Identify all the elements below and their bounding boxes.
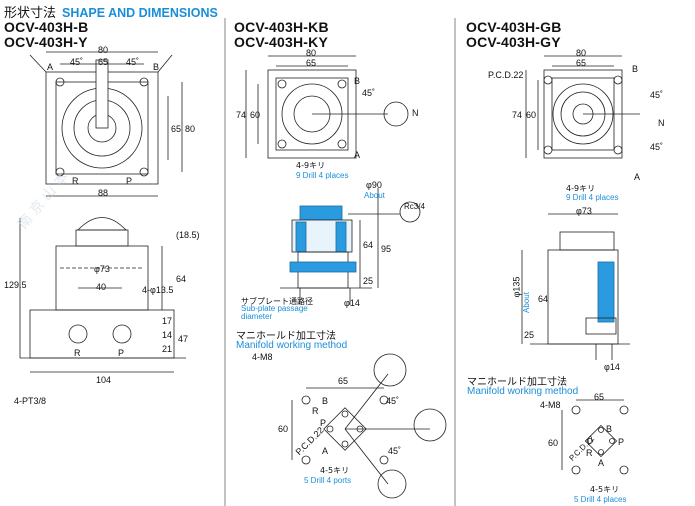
kb-ang45a: 45˚: [386, 396, 400, 406]
gb-about: About: [521, 292, 531, 313]
kb-h64: 64: [363, 240, 374, 250]
gb-w65: 65: [594, 392, 605, 402]
gb-pa: A: [598, 458, 605, 468]
kb-m8: 4-M8: [252, 352, 273, 362]
kb-pp: P: [320, 418, 327, 428]
gb-drill5-en: 5 Drill 4 places: [574, 495, 627, 504]
gb-phi135: φ135: [511, 276, 522, 298]
kb-b: B: [354, 76, 361, 86]
b-port-r: R: [72, 176, 79, 186]
model-kb-line1: OCV-403H-KB: [234, 19, 329, 35]
gb-pb: B: [606, 424, 613, 434]
gb-phi73: φ73: [576, 206, 592, 216]
model-title-gb: OCV-403H-GB OCV-403H-GY: [466, 20, 562, 50]
gb-ang1: 45˚: [650, 90, 664, 100]
gb-pcd: P.C.D.22: [488, 70, 524, 80]
b-dim-height-total: 129.5: [4, 280, 27, 290]
model-b-line2: OCV-403H-Y: [4, 34, 88, 50]
gb-side-74: 74: [512, 110, 523, 120]
header-title-jp: 形状寸法: [4, 6, 57, 21]
gb-n: N: [658, 118, 665, 128]
kb-a: A: [354, 150, 361, 160]
b-dim-side-65: 65: [171, 124, 182, 134]
model-gb-line1: OCV-403H-GB: [466, 19, 562, 35]
kb-w65: 65: [338, 376, 349, 386]
model-b-line1: OCV-403H-B: [4, 19, 89, 35]
kb-pa: A: [322, 446, 329, 456]
gb-dim-top-inner: 65: [576, 58, 587, 68]
b-dim-w104: 104: [96, 375, 112, 385]
kb-h60: 60: [278, 424, 289, 434]
b-dim-height-185: (18.5): [176, 230, 200, 240]
gb-manifold-jp: マニホールド加工寸法: [467, 377, 567, 388]
kb-dim-top-width: 80: [306, 48, 317, 58]
b-dim-h17: 17: [162, 316, 173, 326]
b-dim-height-64: 64: [176, 274, 187, 284]
gb-pr: R: [586, 448, 593, 458]
kb-manifold-en: Manifold working method: [236, 340, 348, 351]
gb-h25: 25: [524, 330, 535, 340]
gb-pp: P: [618, 437, 625, 447]
kb-pr: R: [312, 406, 319, 416]
kb-pb: B: [322, 396, 329, 406]
model-title-kb: OCV-403H-KB OCV-403H-KY: [234, 20, 329, 50]
kb-angle: 45˚: [362, 88, 376, 98]
b-dim-phi73: φ73: [94, 264, 110, 274]
gb-m8: 4-M8: [540, 400, 561, 410]
b-angle-b: 45˚: [126, 57, 140, 67]
kb-ang45b: 45˚: [388, 446, 402, 456]
gb-dim-top-width: 80: [576, 48, 587, 58]
b-dim-h21: 21: [162, 344, 173, 354]
kb-drill5-jp: 4-5キリ: [320, 466, 350, 475]
b-port-p2: P: [118, 348, 125, 358]
kb-manifold-jp: マニホールド加工寸法: [236, 331, 336, 342]
gb-a: A: [634, 172, 641, 182]
gb-ang2: 45˚: [650, 142, 664, 152]
kb-subplate-jp: サブプレート通路径: [241, 297, 313, 306]
kb-about: About: [364, 191, 385, 200]
b-port-b: B: [153, 62, 160, 72]
kb-phi90: φ90: [366, 180, 382, 190]
b-dim-side-80: 80: [185, 124, 196, 134]
kb-drill-jp: 4-9キリ: [296, 161, 326, 170]
gb-drill5-jp: 4-5キリ: [590, 485, 620, 494]
b-dim-top-inner: 65: [98, 57, 109, 67]
b-dim-h14: 14: [162, 330, 173, 340]
b-port-a: A: [47, 62, 54, 72]
gb-drill-jp: 4-9キリ: [566, 184, 596, 193]
gb-h60: 60: [548, 438, 559, 448]
kb-drill-en: 9 Drill 4 places: [296, 171, 349, 180]
kb-dim-side-74: 74: [236, 110, 247, 120]
model-title-b: OCV-403H-B OCV-403H-Y: [4, 20, 88, 50]
section-header: 形状寸法 SHAPE AND DIMENSIONS: [4, 2, 218, 21]
b-port-r2: R: [74, 348, 81, 358]
b-dim-top-width: 80: [98, 45, 109, 55]
kb-subplate-en: Sub-plate passage diameter: [241, 304, 308, 321]
gb-side-60: 60: [526, 110, 537, 120]
kb-dim-top-inner: 65: [306, 58, 317, 68]
header-title-en: SHAPE AND DIMENSIONS: [62, 6, 218, 20]
gb-drill-en: 9 Drill 4 places: [566, 193, 619, 202]
gb-phi14: φ14: [604, 362, 620, 372]
kb-phi14: φ14: [344, 298, 360, 308]
model-kb-line2: OCV-403H-KY: [234, 34, 329, 50]
b-port-note: 4-PT3/8: [14, 396, 47, 406]
b-dim-bottom: 88: [98, 188, 109, 198]
gb-manifold-en: Manifold working method: [467, 386, 579, 397]
kb-dim-side-60: 60: [250, 110, 261, 120]
b-dim-w40: 40: [96, 282, 107, 292]
b-dim-d135: 4-φ13.5: [142, 285, 174, 295]
kb-h95: 95: [381, 244, 392, 254]
gb-b: B: [632, 64, 639, 74]
kb-h25: 25: [363, 276, 374, 286]
kb-rc: Rc3/4: [404, 202, 425, 211]
b-dim-h47: 47: [178, 334, 189, 344]
kb-n: N: [412, 108, 419, 118]
model-gb-line2: OCV-403H-GY: [466, 34, 561, 50]
b-port-p: P: [126, 176, 133, 186]
b-angle-a: 45˚: [70, 57, 84, 67]
kb-drill5-en: 5 Drill 4 ports: [304, 476, 352, 485]
gb-h64: 64: [538, 294, 549, 304]
